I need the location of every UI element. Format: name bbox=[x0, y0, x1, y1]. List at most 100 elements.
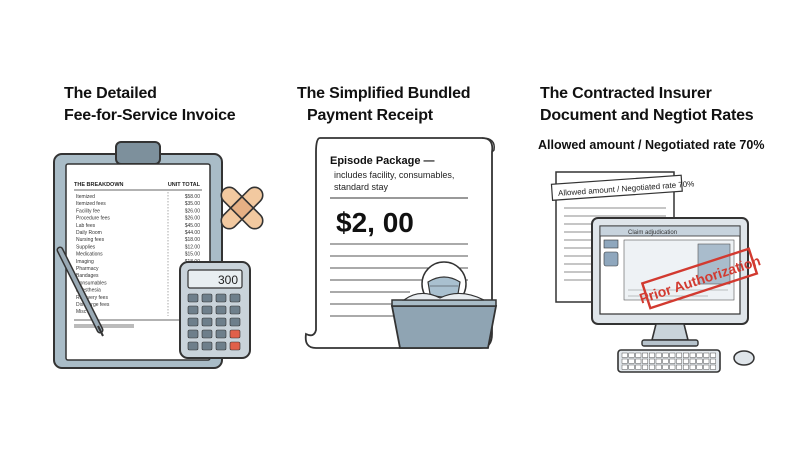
keyboard-key bbox=[703, 364, 710, 370]
panel-3-title-line2: Document and Negtiot Rates bbox=[540, 107, 754, 124]
invoice-row-item: Discharge fees bbox=[76, 302, 110, 308]
invoice-row-amount: $26.00 bbox=[185, 216, 201, 222]
clipboard-clip bbox=[115, 141, 161, 165]
calculator-key bbox=[215, 329, 227, 339]
monitor-icon: Claim adjudication bbox=[591, 217, 749, 347]
invoice-illustration: THE BREAKDOWN UNIT TOTAL Itemized $58.00I… bbox=[53, 141, 251, 369]
keyboard-key bbox=[655, 352, 662, 358]
calculator-key bbox=[187, 329, 199, 339]
invoice-row-amount: $26.00 bbox=[185, 208, 201, 214]
calculator-key bbox=[201, 329, 213, 339]
pen-icon bbox=[56, 246, 104, 337]
invoice-row-item: Recovery fees bbox=[76, 295, 108, 301]
bandage-icon bbox=[220, 186, 264, 230]
keyboard-key bbox=[696, 364, 703, 370]
invoice-row-amount: $45.00 bbox=[185, 223, 201, 229]
keyboard-key bbox=[648, 352, 655, 358]
invoice-row-item: Consumables bbox=[76, 280, 107, 286]
calculator-display: 300 bbox=[218, 273, 238, 287]
panel-3-title-line1: The Contracted Insurer bbox=[540, 85, 712, 102]
calculator-key bbox=[201, 317, 213, 327]
insurer-illustration: Allowed amount / Negotiated rate 70% Cla… bbox=[550, 171, 762, 373]
keyboard-key bbox=[696, 358, 703, 364]
invoice-header-left: THE BREAKDOWN bbox=[74, 182, 124, 188]
keyboard-key bbox=[689, 364, 696, 370]
keyboard-key bbox=[662, 358, 669, 364]
panel-1-title: The Detailed Fee-for-Service Invoice bbox=[64, 83, 236, 127]
calculator-key bbox=[201, 341, 213, 351]
keyboard-key bbox=[635, 352, 642, 358]
keyboard-key bbox=[689, 358, 696, 364]
invoice-row-item: Medications bbox=[76, 252, 103, 258]
keyboard-key bbox=[655, 364, 662, 370]
panel-2-title: The Simplified Bundled Payment Receipt bbox=[297, 83, 471, 127]
invoice-row-item: Procedure fees bbox=[76, 216, 110, 222]
invoice-row-amount: $44.00 bbox=[185, 230, 201, 236]
keyboard-key bbox=[655, 358, 662, 364]
invoice-header-right: UNIT TOTAL bbox=[168, 182, 201, 188]
receipt-illustration: Episode Package — includes facility, con… bbox=[304, 137, 498, 349]
keyboard-key bbox=[710, 352, 716, 358]
screen-label: Claim adjudication bbox=[628, 230, 677, 236]
calculator-key bbox=[201, 305, 213, 315]
keyboard-key bbox=[642, 352, 649, 358]
receipt-line-1: includes facility, consumables, bbox=[334, 170, 454, 180]
invoice-row-item: Misc bbox=[76, 309, 87, 315]
invoice-row-item: Itemized bbox=[76, 194, 95, 200]
invoice-row-item: Pharmacy bbox=[76, 266, 99, 272]
panel-2-title-line1: The Simplified Bundled bbox=[297, 85, 471, 102]
invoice-row-amount: $12.00 bbox=[185, 244, 201, 250]
keyboard-key bbox=[635, 358, 642, 364]
invoice-row-item: Supplies bbox=[76, 244, 96, 250]
calculator-key bbox=[187, 293, 199, 303]
keyboard-key bbox=[689, 352, 696, 358]
calculator-key bbox=[201, 293, 213, 303]
panel-1-title-line1: The Detailed bbox=[64, 85, 157, 102]
invoice-row-item: Anesthesia bbox=[76, 288, 101, 294]
keyboard-key bbox=[628, 352, 635, 358]
invoice-row-amount: $15.00 bbox=[185, 252, 201, 258]
calculator-key bbox=[215, 341, 227, 351]
calculator-key bbox=[187, 341, 199, 351]
calculator-key bbox=[215, 317, 227, 327]
keyboard-key bbox=[669, 364, 676, 370]
keyboard-key bbox=[642, 364, 649, 370]
keyboard-key bbox=[676, 358, 682, 364]
calculator-key bbox=[215, 305, 227, 315]
calculator-key bbox=[187, 317, 199, 327]
keyboard-key bbox=[696, 352, 703, 358]
keyboard-key bbox=[669, 358, 676, 364]
keyboard-key bbox=[703, 358, 710, 364]
keyboard-key bbox=[621, 364, 628, 370]
calculator-key bbox=[229, 317, 241, 327]
invoice-row-item: Facility fee bbox=[76, 208, 100, 214]
keyboard-key bbox=[621, 352, 628, 358]
keyboard-key bbox=[635, 364, 642, 370]
keyboard-key bbox=[682, 364, 689, 370]
invoice-row-amount: $35.00 bbox=[185, 201, 201, 207]
calculator-icon: 300 bbox=[179, 261, 251, 359]
keyboard-key bbox=[648, 358, 655, 364]
invoice-row-item: Itemized fees bbox=[76, 201, 106, 207]
invoice-row-amount: $18.00 bbox=[185, 237, 201, 243]
invoice-row-amount: $58.00 bbox=[185, 194, 201, 200]
panel-1-title-line2: Fee-for-Service Invoice bbox=[64, 107, 236, 124]
panel-3-caption: Allowed amount / Negotiated rate 70% bbox=[538, 138, 765, 152]
keyboard-key bbox=[662, 352, 669, 358]
mouse-icon bbox=[733, 350, 755, 366]
keyboard-key bbox=[669, 352, 676, 358]
supply-tray-icon bbox=[390, 292, 498, 349]
invoice-row-item: Nursing fees bbox=[76, 237, 105, 243]
keyboard-key bbox=[628, 364, 635, 370]
invoice-row-item: Daily Room bbox=[76, 230, 102, 236]
calculator-key bbox=[229, 329, 241, 339]
keyboard-icon bbox=[617, 349, 721, 373]
panel-3-title: The Contracted Insurer Document and Negt… bbox=[540, 83, 754, 127]
keyboard-key bbox=[628, 358, 635, 364]
keyboard-key bbox=[682, 358, 689, 364]
keyboard-key bbox=[710, 358, 716, 364]
keyboard-key bbox=[703, 352, 710, 358]
keyboard-key bbox=[682, 352, 689, 358]
invoice-row-item: Imaging bbox=[76, 259, 94, 265]
keyboard-key bbox=[662, 364, 669, 370]
